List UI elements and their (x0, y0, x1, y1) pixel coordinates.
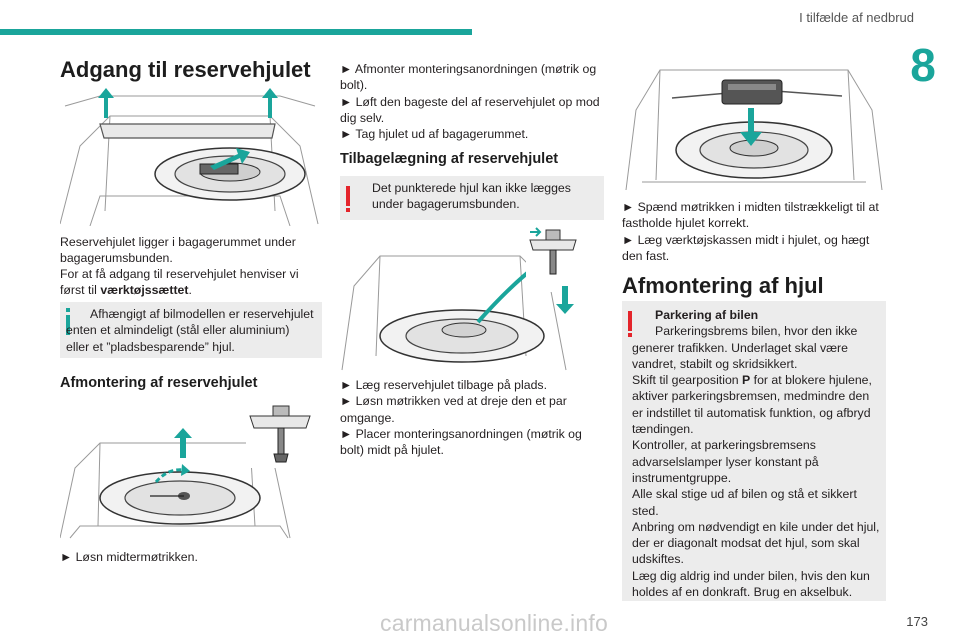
warning-note-text: Det punkterede hjul kan ikke lægges unde… (372, 181, 571, 212)
warning-icon (346, 186, 350, 212)
paragraph-tool-kit-reference: For at få adgang til reservehjulet henvi… (60, 267, 299, 298)
step-loosen-nut-turns: ► Løsn møtrikken ved at dreje den et par… (340, 394, 567, 425)
warning-icon (628, 311, 632, 337)
illustration-refit-wheel (341, 226, 580, 371)
info-note-text: Afhængigt af bilmodellen er reservehjule… (66, 307, 314, 354)
step-fit-toolbox: ► Læg værktøjskassen midt i hjulet, og h… (622, 232, 870, 263)
illustration-trunk-open-floor (60, 88, 319, 226)
warning-parking-text: Parkeringsbrems bilen, hvor den ikke gen… (632, 324, 858, 371)
step-list-final: ► Spænd møtrikken i midten tilstrækkelig… (622, 199, 886, 264)
subheading-remove-spare-wheel: Afmontering af reservehjulet (60, 375, 258, 391)
warning-check-text: Kontroller, at parkeringsbremsens advars… (632, 438, 819, 485)
warning-parking-body: Parkering af bilen Parkeringsbrems bilen… (632, 307, 880, 600)
info-note: Afhængigt af bilmodellen er reservehjule… (60, 302, 322, 358)
warning-note: Det punkterede hjul kan ikke lægges unde… (340, 176, 604, 220)
warning-parking: Parkering af bilen Parkeringsbrems bilen… (622, 301, 886, 601)
step-place-fixing: ► Placer monteringsanordningen (møtrik o… (340, 426, 582, 458)
warning-parking-title: Parkering af bilen (655, 308, 759, 322)
subheading-refit-spare-wheel: Tilbagelægning af reservehjulet (340, 151, 559, 167)
info-icon (66, 308, 70, 335)
step-lift-wheel: ► Løft den bageste del af reservehjulet … (340, 94, 600, 125)
step-remove-fixing: ► Afmonter monteringsanordningen (møtrik… (340, 62, 597, 93)
heading-remove-wheel: Afmontering af hjul (622, 273, 824, 298)
illustration-loosen-nut (60, 398, 316, 539)
chapter-number: 8 (910, 39, 936, 91)
heading-access-spare-wheel: Adgang til reservehjulet (60, 57, 311, 82)
step-list-refit: ► Læg reservehjulet tilbage på plads. ► … (340, 377, 604, 458)
header-accent-bar (0, 29, 472, 35)
watermark: carmanualsonline.info (380, 610, 608, 636)
step-take-out-wheel: ► Tag hjulet ud af bagagerummet. (340, 127, 529, 142)
section-title: I tilfælde af nedbrud (799, 10, 914, 25)
step-list-removal: ► Afmonter monteringsanordningen (møtrik… (340, 61, 604, 142)
paragraph-spare-wheel-location: Reservehjulet ligger i bagagerummet unde… (60, 235, 296, 266)
warning-chock-text: Anbring om nødvendigt en kile under det … (632, 519, 880, 567)
illustration-tighten-nut-toolbox (625, 69, 883, 191)
warning-gear-text: Skift til gearposition P for at blokere … (632, 373, 872, 437)
warning-never-text: Læg dig aldrig ind under bilen, hvis den… (632, 568, 870, 600)
tool-kit-link-text: værktøjssættet (100, 283, 189, 298)
page-number: 173 (906, 614, 928, 629)
step-loosen-center-nut: ► Løsn midtermøtrikken. (60, 550, 198, 564)
warning-exit-text: Alle skal stige ud af bilen og stå et si… (632, 487, 857, 518)
step-tighten-nut: ► Spænd møtrikken i midten tilstrækkelig… (622, 200, 879, 231)
step-put-wheel-back: ► Læg reservehjulet tilbage på plads. (340, 378, 547, 392)
